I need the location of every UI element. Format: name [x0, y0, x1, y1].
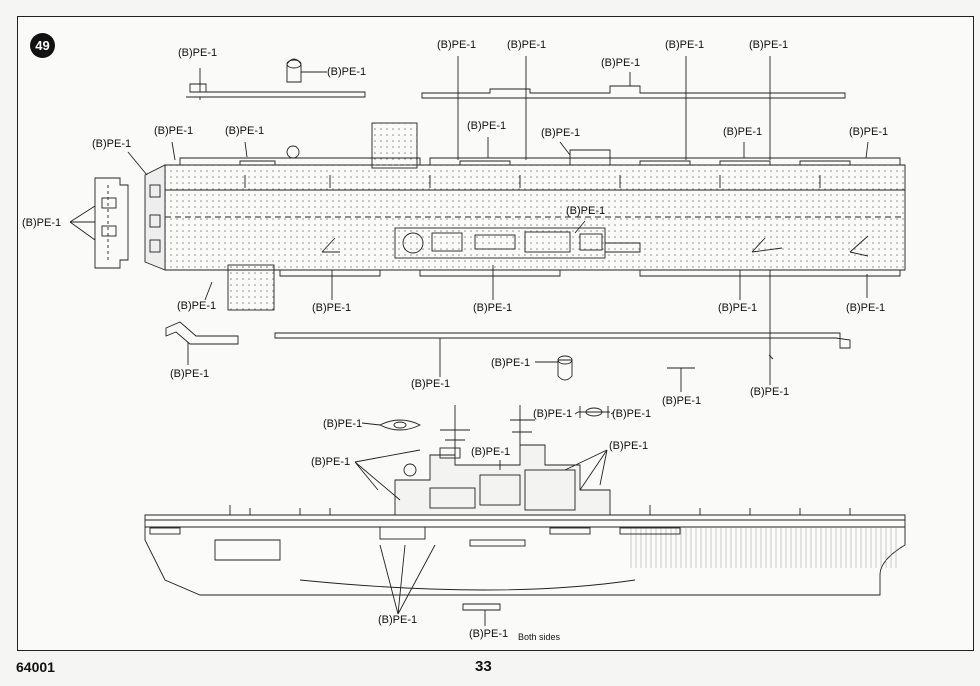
bow-grille-part [94, 177, 129, 269]
page-number: 33 [475, 658, 492, 675]
step-number-badge: 49 [30, 33, 55, 58]
part-label: (B)PE-1 [473, 302, 513, 314]
part-label: (B)PE-1 [327, 66, 367, 78]
part-label: (B)PE-1 [154, 125, 194, 137]
part-label: (B)PE-1 [177, 300, 217, 312]
part-label: (B)PE-1 [311, 456, 351, 468]
railing-part-top-right [421, 85, 846, 99]
part-label: (B)PE-1 [323, 418, 363, 430]
part-label: (B)PE-1 [723, 126, 763, 138]
ship-side-elevation [144, 405, 906, 626]
part-label: (B)PE-1 [541, 127, 581, 139]
part-label: (B)PE-1 [225, 125, 265, 137]
bollard-part [286, 58, 302, 83]
part-label: (B)PE-1 [22, 217, 62, 229]
bollard-part-middle [557, 355, 573, 381]
part-label: (B)PE-1 [437, 39, 477, 51]
part-label: (B)PE-1 [612, 408, 652, 420]
railing-part-middle [274, 332, 851, 349]
part-label: (B)PE-1 [312, 302, 352, 314]
part-label: (B)PE-1 [411, 378, 451, 390]
part-label: (B)PE-1 [566, 205, 606, 217]
part-label: (B)PE-1 [92, 138, 132, 150]
part-label: (B)PE-1 [469, 628, 509, 640]
part-label: (B)PE-1 [467, 120, 507, 132]
part-label: (B)PE-1 [491, 357, 531, 369]
railing-part-top-left [186, 83, 366, 100]
part-label: (B)PE-1 [507, 39, 547, 51]
model-number: 64001 [16, 659, 55, 675]
part-label: (B)PE-1 [749, 39, 789, 51]
part-label: (B)PE-1 [178, 47, 218, 59]
part-label: (B)PE-1 [665, 39, 705, 51]
part-label: (B)PE-1 [170, 368, 210, 380]
part-label: (B)PE-1 [609, 440, 649, 452]
bent-part [165, 321, 239, 345]
both-sides-note: Both sides [518, 632, 561, 642]
part-label: (B)PE-1 [533, 408, 573, 420]
flight-deck-top-view [144, 122, 906, 311]
part-label: (B)PE-1 [378, 614, 418, 626]
part-label: (B)PE-1 [662, 395, 702, 407]
part-label: (B)PE-1 [601, 57, 641, 69]
part-label: (B)PE-1 [846, 302, 886, 314]
part-label: (B)PE-1 [471, 446, 511, 458]
part-label: (B)PE-1 [849, 126, 889, 138]
part-label: (B)PE-1 [718, 302, 758, 314]
part-label: (B)PE-1 [750, 386, 790, 398]
